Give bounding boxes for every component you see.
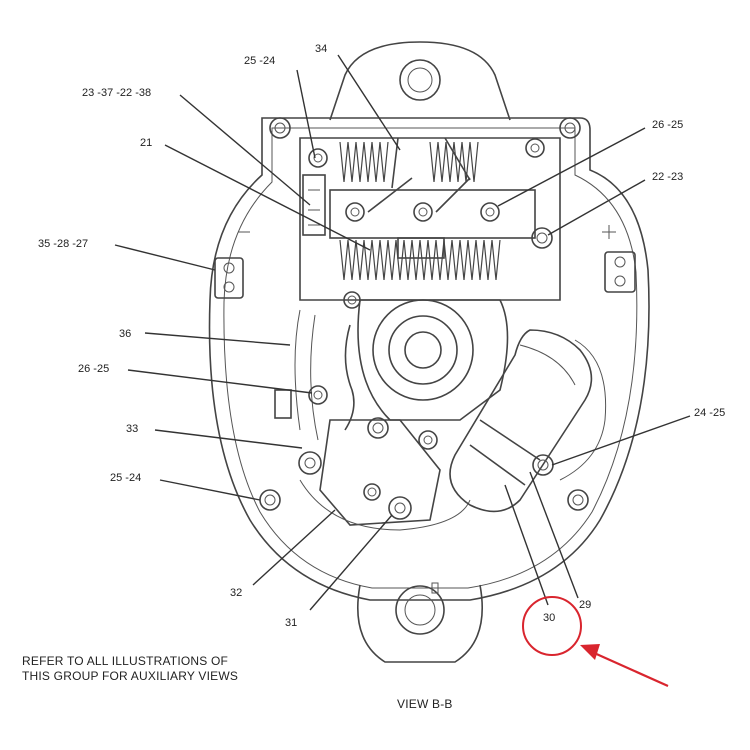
callout-35-28-27: 35 -28 -27 bbox=[38, 238, 88, 250]
refer-note-line-1: REFER TO ALL ILLUSTRATIONS OF bbox=[22, 654, 229, 668]
callout-25-24-left: 25 -24 bbox=[110, 472, 141, 484]
highlight-circle bbox=[522, 596, 582, 656]
capacitor bbox=[449, 329, 607, 513]
callout-34: 34 bbox=[315, 43, 327, 55]
callout-32: 32 bbox=[230, 587, 242, 599]
refer-note: REFER TO ALL ILLUSTRATIONS OF THIS GROUP… bbox=[22, 654, 238, 684]
callout-21: 21 bbox=[140, 137, 152, 149]
callout-26-25-left: 26 -25 bbox=[78, 363, 109, 375]
leader-lines bbox=[114, 54, 691, 611]
callout-labels: 25 -24 34 23 -37 -22 -38 21 26 -25 22 -2… bbox=[38, 43, 725, 629]
rectifier-heat-sink bbox=[299, 137, 561, 301]
callout-26-25-right: 26 -25 bbox=[652, 119, 683, 131]
callout-23-37-22-38: 23 -37 -22 -38 bbox=[82, 87, 151, 99]
callout-31: 31 bbox=[285, 617, 297, 629]
callout-33: 33 bbox=[126, 423, 138, 435]
callout-24-25: 24 -25 bbox=[694, 407, 725, 419]
rotor-assembly bbox=[294, 291, 509, 441]
callout-25-24-top: 25 -24 bbox=[244, 55, 275, 67]
callout-36: 36 bbox=[119, 328, 131, 340]
highlight-arrow-shaft bbox=[591, 650, 669, 688]
highlight-arrow-head bbox=[580, 644, 600, 660]
callout-30: 30 bbox=[543, 612, 555, 624]
highlight-annotation bbox=[522, 596, 669, 688]
voltage-regulator bbox=[274, 385, 471, 531]
alternator-housing bbox=[208, 41, 650, 663]
view-label: VIEW B-B bbox=[397, 697, 453, 711]
callout-22-23: 22 -23 bbox=[652, 171, 683, 183]
callout-29: 29 bbox=[579, 599, 591, 611]
refer-note-line-2: THIS GROUP FOR AUXILIARY VIEWS bbox=[22, 669, 239, 683]
